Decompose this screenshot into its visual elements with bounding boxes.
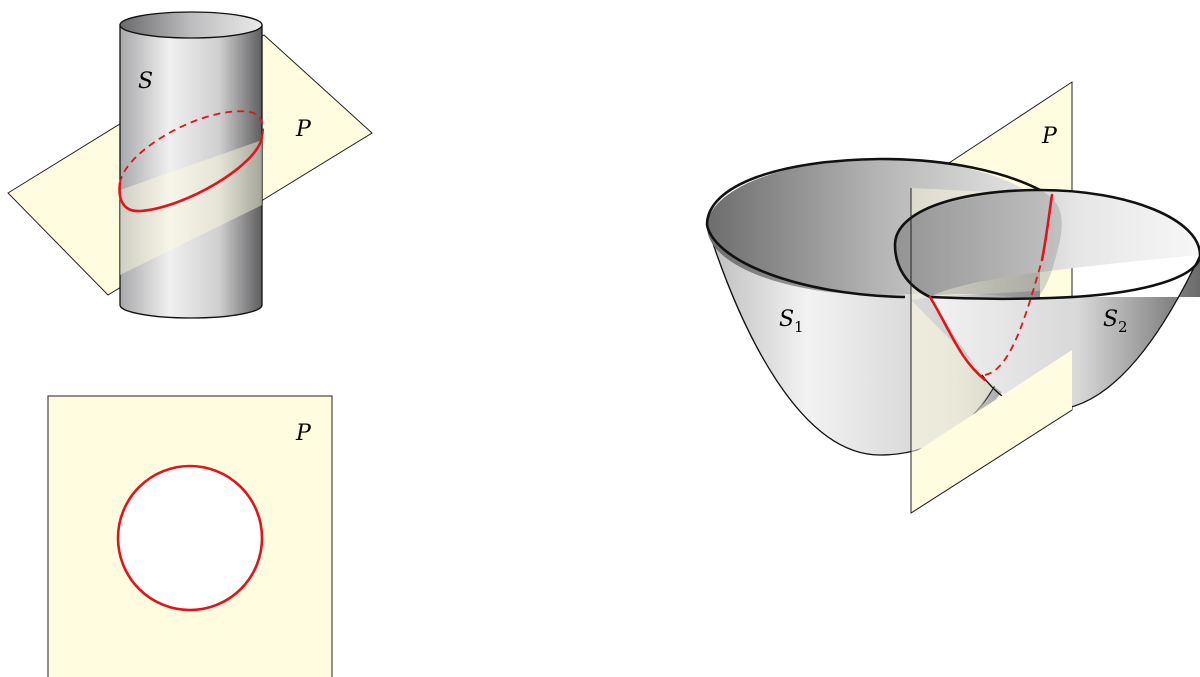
cylinder-figure: S P bbox=[7, 11, 373, 319]
slice-plane-label: P bbox=[295, 421, 312, 446]
cylinder-top bbox=[119, 11, 263, 39]
cylinder-surface bbox=[119, 24, 263, 319]
paraboloid-s1-rim-front bbox=[705, 224, 906, 299]
paraboloid-s2-body bbox=[930, 255, 1200, 410]
paraboloid-s1-label: S bbox=[779, 307, 794, 332]
paraboloid-plane-label: P bbox=[1041, 124, 1058, 149]
paraboloid-s1-subscript: 1 bbox=[794, 318, 804, 336]
intersection-parabola-hidden bbox=[984, 259, 1043, 376]
plane-front-bottom bbox=[911, 350, 1072, 513]
slice-figure: P bbox=[47, 395, 333, 677]
intersection-circle bbox=[116, 464, 264, 612]
paraboloid-figure: P S 1 S 2 bbox=[705, 81, 1200, 514]
paraboloid-s2-inner-dark bbox=[895, 190, 1062, 300]
intersection-ellipse-hidden bbox=[119, 110, 264, 184]
paraboloid-s2-label: S bbox=[1103, 307, 1118, 332]
cylinder-surface-label: S bbox=[138, 69, 153, 94]
intersection-parabola-visible-top bbox=[1040, 193, 1054, 262]
paraboloid-s1-rim bbox=[705, 157, 1041, 226]
plane-bottom-edge bbox=[910, 409, 1073, 514]
paraboloid-s2-interior bbox=[895, 190, 1200, 297]
intersection-parabola-visible-left bbox=[928, 295, 987, 382]
paraboloid-s2-subscript: 2 bbox=[1118, 318, 1128, 336]
cylinder-plane-label: P bbox=[295, 117, 312, 142]
intersection-ellipse-visible bbox=[118, 135, 264, 213]
plane-front-overlay bbox=[120, 140, 262, 275]
